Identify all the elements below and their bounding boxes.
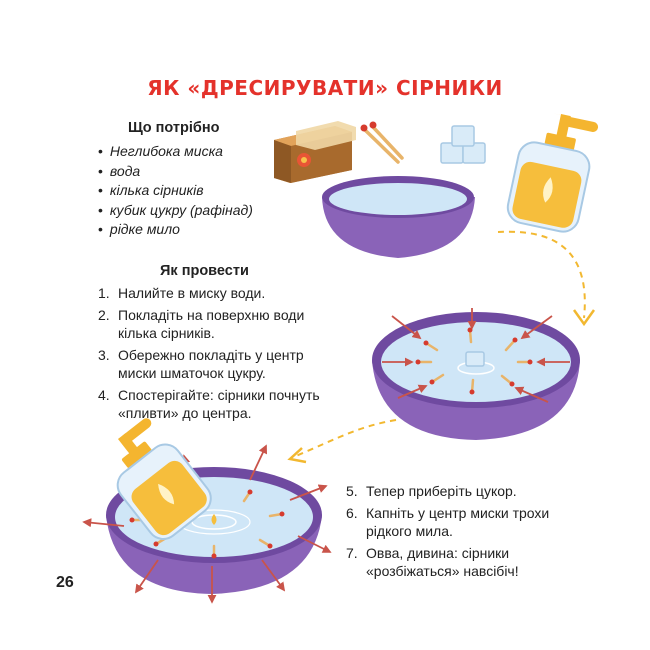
soap-bottle-icon xyxy=(111,418,212,540)
soap-bottle-icon xyxy=(506,113,599,233)
needs-item: рідке мило xyxy=(98,220,253,240)
step-item: 5.Тепер приберіть цукор. xyxy=(346,483,517,499)
sugar-cubes-icon xyxy=(440,125,486,164)
bowl-icon xyxy=(372,308,580,440)
bowl-icon xyxy=(322,176,475,258)
dashed-arrow xyxy=(295,419,397,457)
step-item: 1.Налийте в миску води. xyxy=(98,285,266,301)
step-item: 3.Обережно покладіть у центр миски шмато… xyxy=(98,346,304,382)
step-item: 2.Покладіть на поверхню води кілька сірн… xyxy=(98,306,305,342)
page-title: ЯК «ДРЕСИРУВАТИ» СІРНИКИ xyxy=(147,76,503,100)
needs-item: вода xyxy=(98,162,253,182)
needs-item: кілька сірників xyxy=(98,181,253,201)
needs-item: Неглибока миска xyxy=(98,142,253,162)
step-item: 7.Овва, дивина: сірники «розбіжаться» на… xyxy=(346,544,519,580)
step-item: 6.Капніть у центр миски тро­хи рідкого м… xyxy=(346,504,550,540)
matchbox-icon xyxy=(274,121,356,183)
step-item: 4.Спостерігайте: сірники поч­нуть «пливт… xyxy=(98,386,320,422)
matches-icon xyxy=(360,121,404,164)
how-heading: Як провести xyxy=(160,263,249,279)
needs-heading: Що потрібно xyxy=(128,120,220,136)
needs-item: кубик цукру (рафінад) xyxy=(98,201,253,221)
steps-list-b: 5.Тепер приберіть цукор. 6.Капніть у цен… xyxy=(346,482,581,584)
needs-list: Неглибока миска вода кілька сірників куб… xyxy=(98,142,253,240)
steps-list-a: 1.Налийте в миску води. 2.Покладіть на п… xyxy=(98,284,343,426)
bowl-icon xyxy=(82,444,332,604)
dashed-arrow xyxy=(497,230,586,319)
page-number: 26 xyxy=(56,574,74,591)
